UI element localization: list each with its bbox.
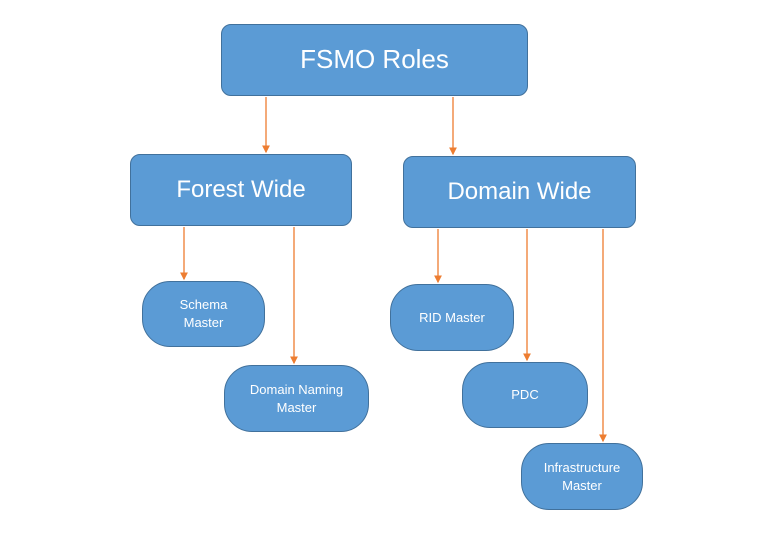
role-node-infrastructure-master: Infrastructure Master (521, 443, 643, 510)
role-node-rid-master: RID Master (390, 284, 514, 351)
role-node-schema-master: Schema Master (142, 281, 265, 347)
role-node-pdc: PDC (462, 362, 588, 428)
root-node-fsmo-roles: FSMO Roles (221, 24, 528, 96)
group-node-domain-wide: Domain Wide (403, 156, 636, 228)
role-node-domain-naming-master: Domain Naming Master (224, 365, 369, 432)
group-node-forest-wide: Forest Wide (130, 154, 352, 226)
